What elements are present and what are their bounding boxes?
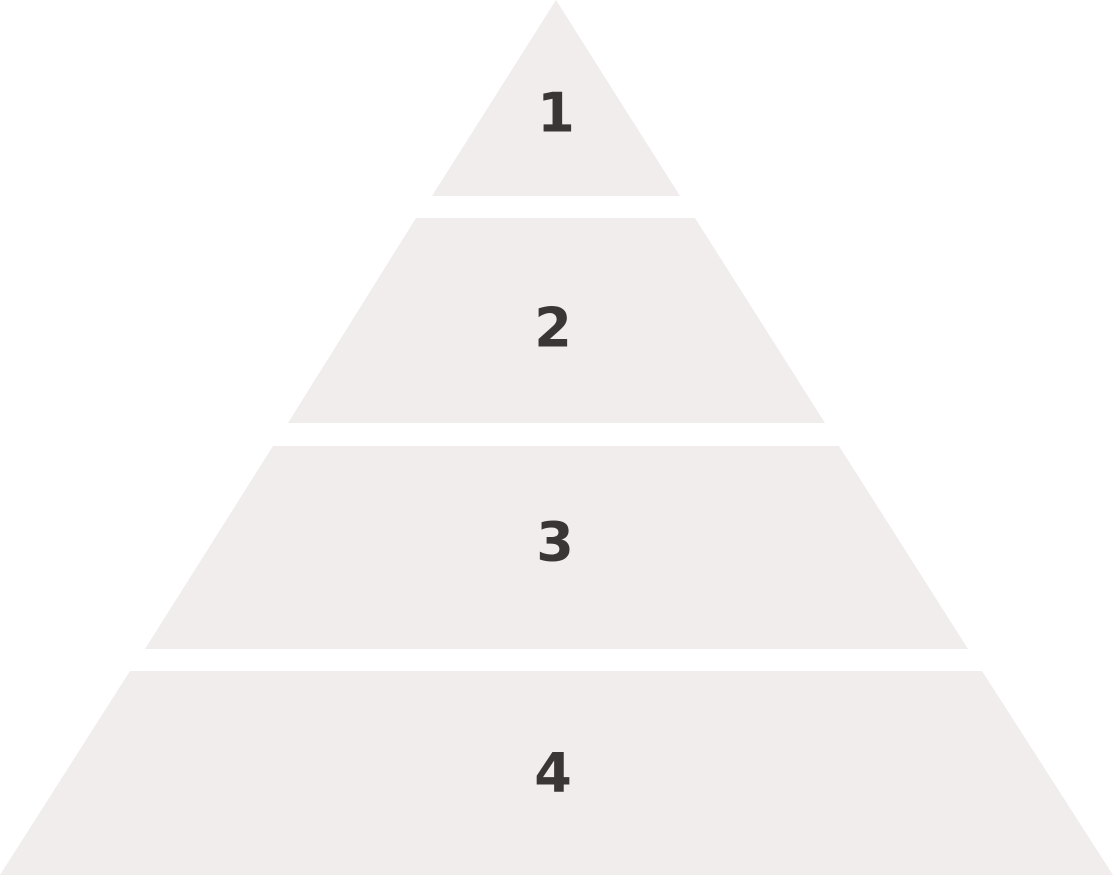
pyramid-tier-3-label: 3: [536, 511, 574, 574]
pyramid-tier-3-shape: [145, 446, 968, 649]
pyramid-tier-2-shape: [288, 218, 825, 423]
pyramid-tier-1: 1: [432, 0, 680, 196]
pyramid-tier-1-label: 1: [537, 82, 575, 145]
pyramid-tier-4-shape: [0, 671, 1113, 875]
pyramid-tier-4-label: 4: [534, 742, 572, 805]
pyramid-tier-2: 2: [288, 218, 825, 423]
pyramid-tier-3: 3: [145, 446, 968, 649]
pyramid-tier-1-shape: [432, 0, 680, 196]
pyramid-tier-4: 4: [0, 671, 1113, 875]
pyramid-tier-2-label: 2: [534, 297, 572, 360]
